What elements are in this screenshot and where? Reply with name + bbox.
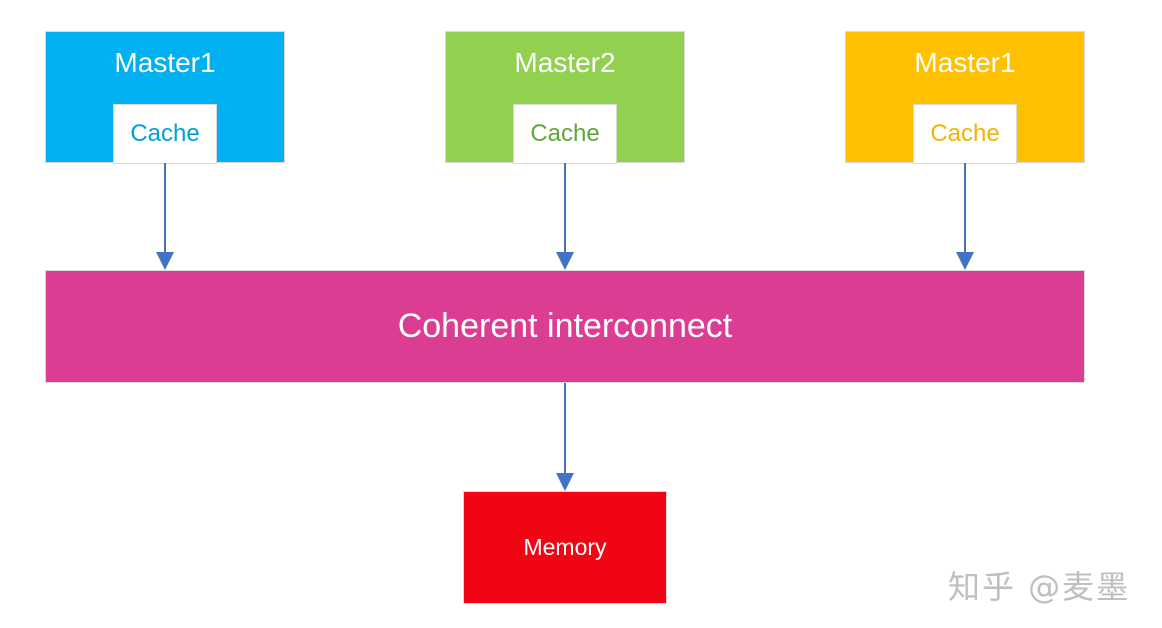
coherent-interconnect-block: Coherent interconnect	[45, 270, 1085, 383]
master-block-2: Master2 Cache	[445, 31, 685, 164]
arrow-master3-to-interconnect	[956, 163, 974, 270]
cache-box-2: Cache	[513, 104, 617, 164]
master-block-3: Master1 Cache	[845, 31, 1085, 164]
master-title-2: Master2	[514, 47, 616, 78]
watermark-text: 知乎 @麦墨	[948, 568, 1131, 606]
master-title-3: Master1	[914, 47, 1016, 78]
arrow-master2-to-interconnect	[556, 163, 574, 270]
memory-block: Memory	[463, 491, 667, 604]
cache-box-3: Cache	[913, 104, 1017, 164]
arrow-master1-to-interconnect	[156, 163, 174, 270]
arrow-interconnect-to-memory	[556, 383, 574, 491]
master-title-1: Master1	[114, 47, 216, 78]
